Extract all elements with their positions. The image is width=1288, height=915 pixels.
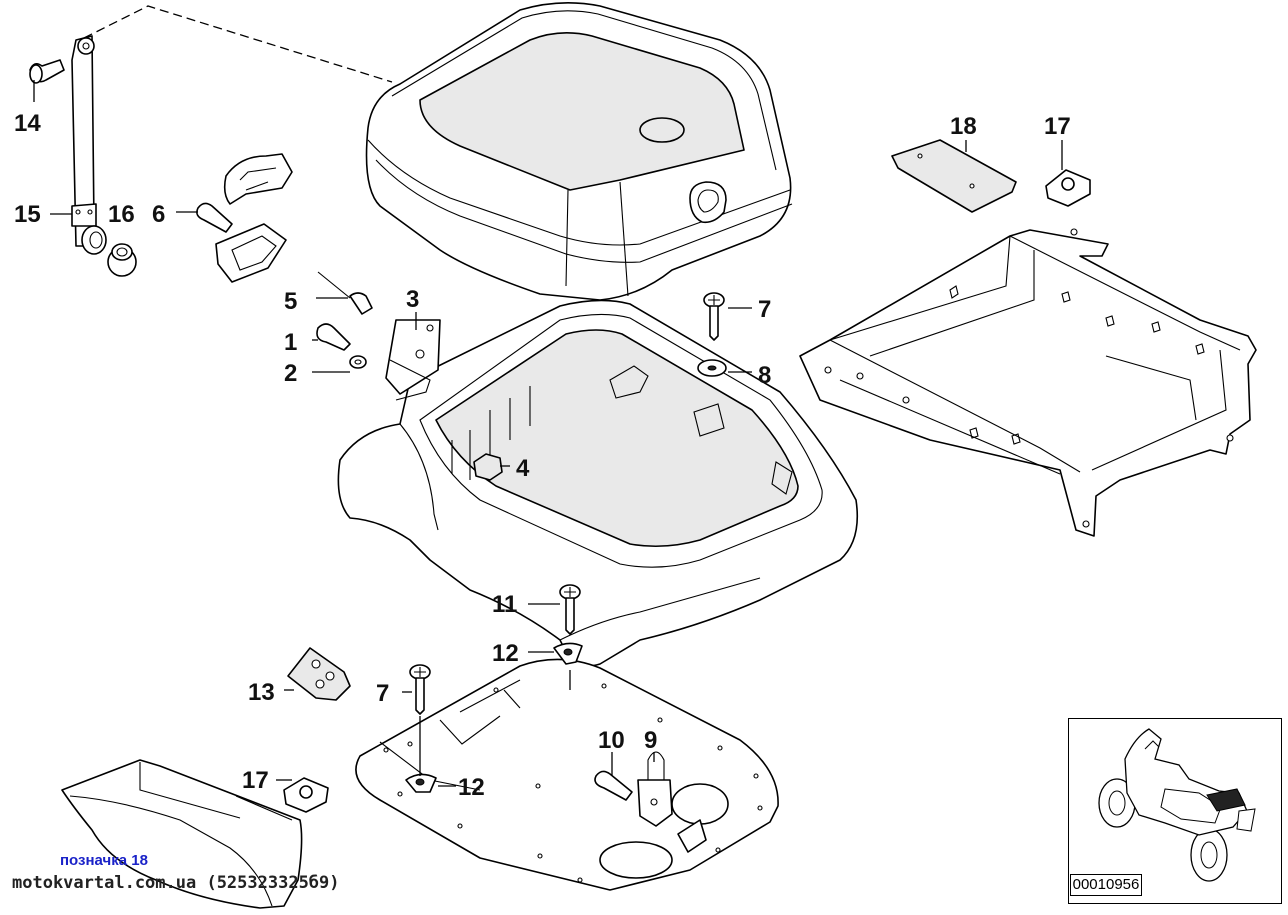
side-panel xyxy=(61,759,303,909)
callout-18: 18 xyxy=(950,113,977,140)
callout-17-upper: 17 xyxy=(1044,113,1071,140)
callout-11: 11 xyxy=(492,591,517,618)
carrier-frame xyxy=(799,228,1257,537)
screw-part-7-upper xyxy=(703,292,725,341)
latch-housing xyxy=(215,223,287,283)
lock-part-9 xyxy=(637,751,707,853)
callout-2: 2 xyxy=(284,360,297,387)
nut-part-4 xyxy=(473,453,503,481)
screw-part-6 xyxy=(196,202,233,233)
callout-10: 10 xyxy=(598,727,625,754)
clip-part-12-upper xyxy=(553,642,583,665)
grommet-part-16 xyxy=(107,243,137,277)
base-plate xyxy=(355,658,779,891)
strap-part-15 xyxy=(71,35,107,255)
callout-15: 15 xyxy=(14,201,41,228)
clip-part-17-lower xyxy=(283,777,329,813)
callout-6: 6 xyxy=(152,201,165,228)
pin-part-14 xyxy=(29,59,65,102)
screw-part-11 xyxy=(559,584,581,635)
callout-14: 14 xyxy=(14,110,41,137)
callout-12-lower: 12 xyxy=(458,774,485,801)
rivet-part-5 xyxy=(317,271,373,315)
caption-label: позначка 18 xyxy=(60,852,148,869)
callout-12-upper: 12 xyxy=(492,640,519,667)
bracket-part-13 xyxy=(287,647,351,701)
callout-1: 1 xyxy=(284,329,297,356)
callout-labels: 14 15 16 6 5 3 1 2 4 7 8 18 17 11 12 13 … xyxy=(14,110,1071,801)
drawing-number: 00010956 xyxy=(1070,874,1142,896)
washer-part-2 xyxy=(349,355,367,369)
watermark-text: motokvartal.com.ua (525323325б9) xyxy=(12,873,340,893)
bolt-part-1 xyxy=(316,323,351,351)
callout-5: 5 xyxy=(284,288,297,315)
cover-piece xyxy=(223,153,293,205)
hinge-part-3 xyxy=(385,319,441,401)
callout-7-lower: 7 xyxy=(376,680,389,707)
motorcycle-location-inset xyxy=(1068,718,1282,904)
bolt-part-10 xyxy=(594,770,633,801)
callout-16: 16 xyxy=(108,201,135,228)
clip-part-17-upper xyxy=(1045,169,1091,207)
callout-9: 9 xyxy=(644,727,657,754)
callout-8: 8 xyxy=(758,362,771,389)
screw-part-7-lower xyxy=(409,664,431,715)
callout-17-lower: 17 xyxy=(242,767,269,794)
clip-part-12-lower xyxy=(405,773,437,793)
callout-4: 4 xyxy=(516,455,530,482)
leader-lines xyxy=(50,140,1063,787)
plate-part-18 xyxy=(891,139,1017,213)
top-case-lid xyxy=(365,2,793,301)
callout-13: 13 xyxy=(248,679,275,706)
callout-3: 3 xyxy=(406,286,419,313)
motorcycle-outline xyxy=(1098,728,1256,882)
case-shell xyxy=(337,299,859,668)
washer-part-8 xyxy=(697,359,727,377)
assembly-dashed-line xyxy=(83,5,393,83)
callout-7-upper: 7 xyxy=(758,296,771,323)
